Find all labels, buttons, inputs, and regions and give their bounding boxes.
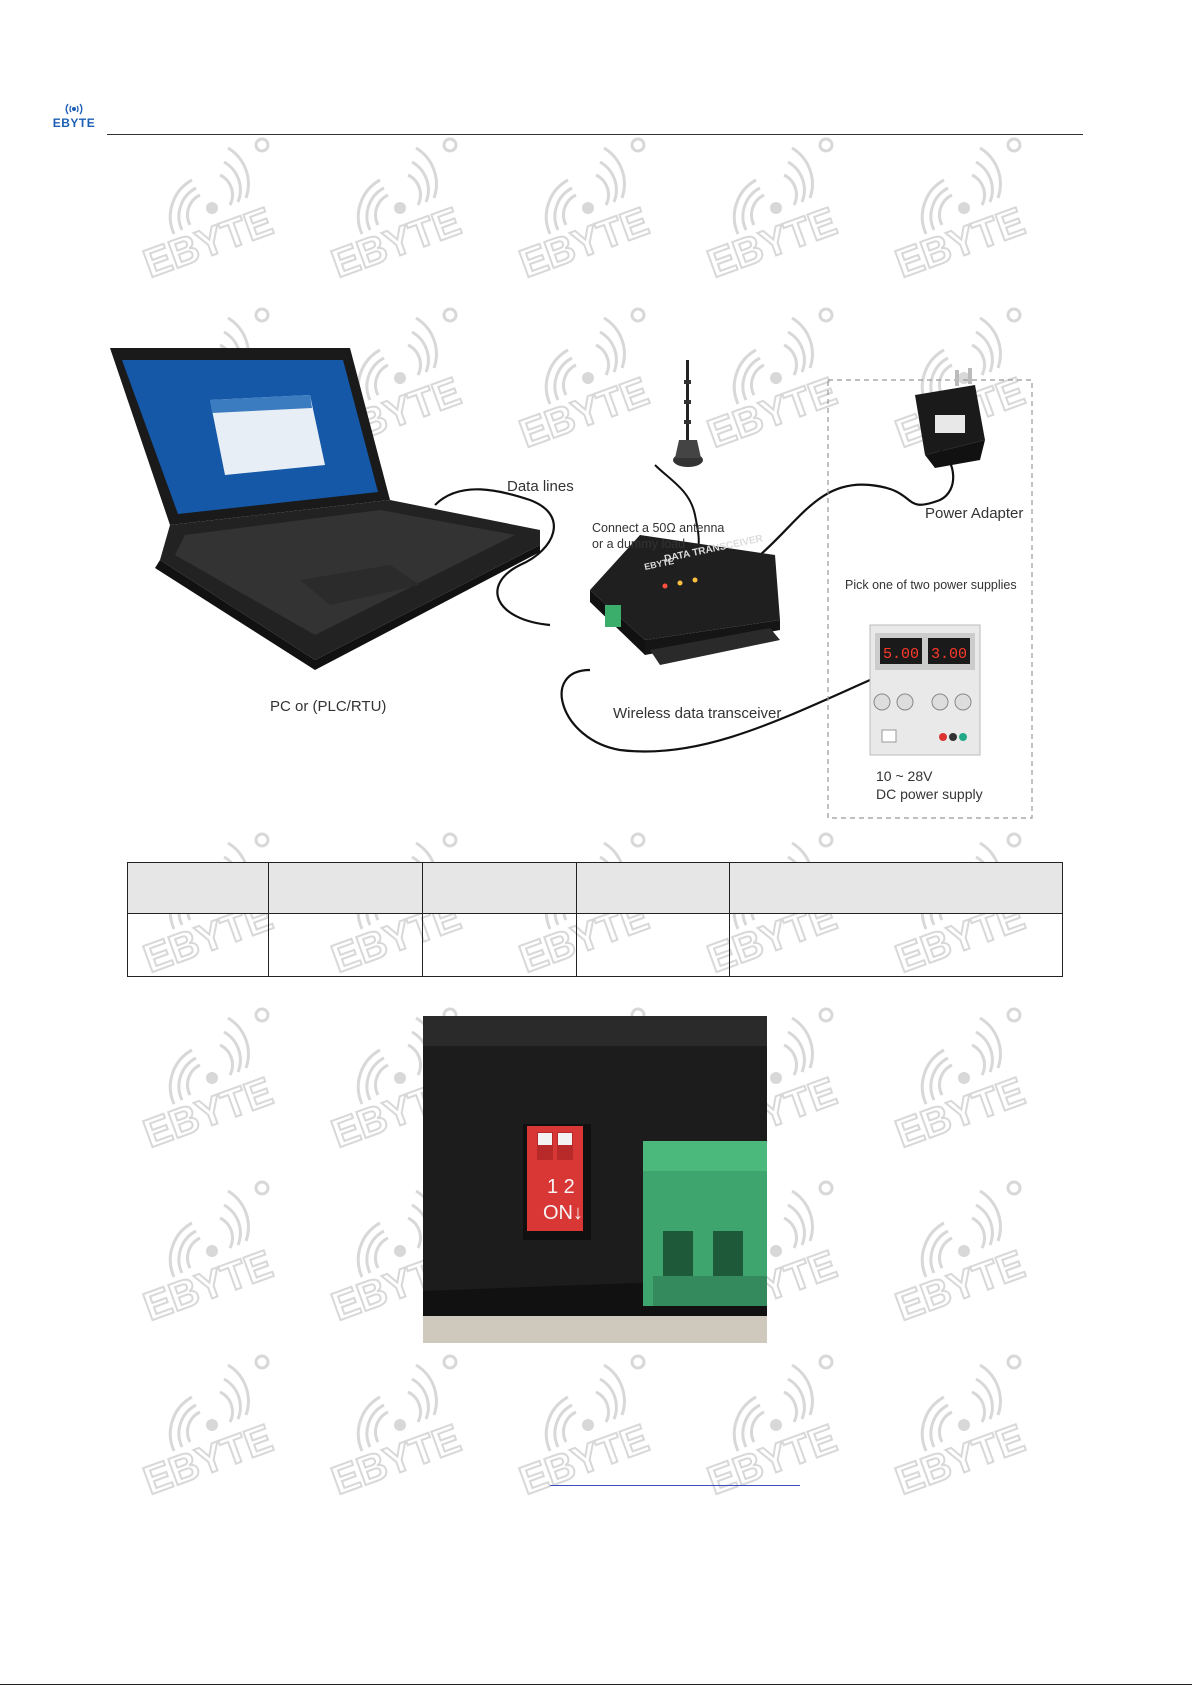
power-adapter-illustration [915,368,985,468]
hyperlink-underline[interactable] [550,1485,800,1486]
table-header-cell [575,862,731,914]
watermark-logo: EBYTE [137,1007,310,1170]
table-cell [127,913,269,977]
table-header-row [127,862,1063,914]
watermark-logo: EBYTE [137,137,310,300]
watermark-logo: EBYTE [701,1354,874,1517]
antenna-label-line2: or a dummy load [592,537,686,551]
watermark-logo: EBYTE [889,137,1062,300]
connection-diagram: DATA TRANSCEIVER EBYTE 5.00 3 [100,340,1080,820]
data-lines-label: Data lines [507,478,574,495]
pick-supply-label: Pick one of two power supplies [845,578,1017,592]
dc-power-supply-illustration [869,624,981,756]
dc-supply-label-line1: 10 ~ 28V [876,768,933,784]
transceiver-label: Wireless data transceiver [613,705,782,722]
diagram-graphics: DATA TRANSCEIVER EBYTE 5.00 3 [110,348,1033,819]
ebyte-logo: EBYTE [52,102,96,130]
dip-switch-photo: 1 2 ON↓ [423,1016,767,1343]
power-adapter-label: Power Adapter [925,505,1024,522]
psu-voltage-display: 5.00 [883,646,919,663]
spec-table [127,862,1063,977]
watermark-logo: EBYTE [889,1354,1062,1517]
table-cell [729,913,1063,977]
table-cell [267,913,423,977]
table-cell [575,913,731,977]
dip-switch-numbers: 1 2 [547,1176,575,1198]
header-rule [107,134,1083,135]
dc-power-cable [560,668,871,753]
laptop-illustration [110,348,540,670]
watermark-logo: EBYTE [889,1180,1062,1343]
power-options-box [827,379,1033,819]
dip-switch-on-label: ON↓ [543,1202,583,1224]
antenna-label-line1: Connect a 50Ω antenna [592,521,725,535]
dc-supply-label-line2: DC power supply [876,786,983,802]
data-cable [434,488,555,627]
logo-text: EBYTE [52,116,96,130]
watermark-logo: EBYTE [513,307,686,470]
table-header-cell [729,862,1063,914]
watermark-logo: EBYTE [513,137,686,300]
antenna-cable [654,464,700,551]
watermark-logo: EBYTE [701,307,874,470]
watermark-logo: EBYTE [513,1354,686,1517]
watermark-logo: EBYTE [325,137,498,300]
transceiver-illustration [590,535,780,665]
table-header-cell [127,862,269,914]
watermark-logo: EBYTE [889,1007,1062,1170]
adapter-cable [759,449,955,556]
wifi-signal-icon [65,103,83,115]
table-header-cell [421,862,577,914]
table-header-cell [267,862,423,914]
table-cell [421,913,577,977]
pc-label: PC or (PLC/RTU) [270,698,387,715]
watermark-logo: EBYTE [325,1354,498,1517]
watermark-logo: EBYTE [701,137,874,300]
antenna-illustration [673,360,703,467]
watermark-logo: EBYTE [137,1354,310,1517]
dip-switch-photo-graphic [423,1016,767,1343]
psu-current-display: 3.00 [931,646,967,663]
table-row [127,913,1063,977]
watermark-logo: EBYTE [137,1180,310,1343]
